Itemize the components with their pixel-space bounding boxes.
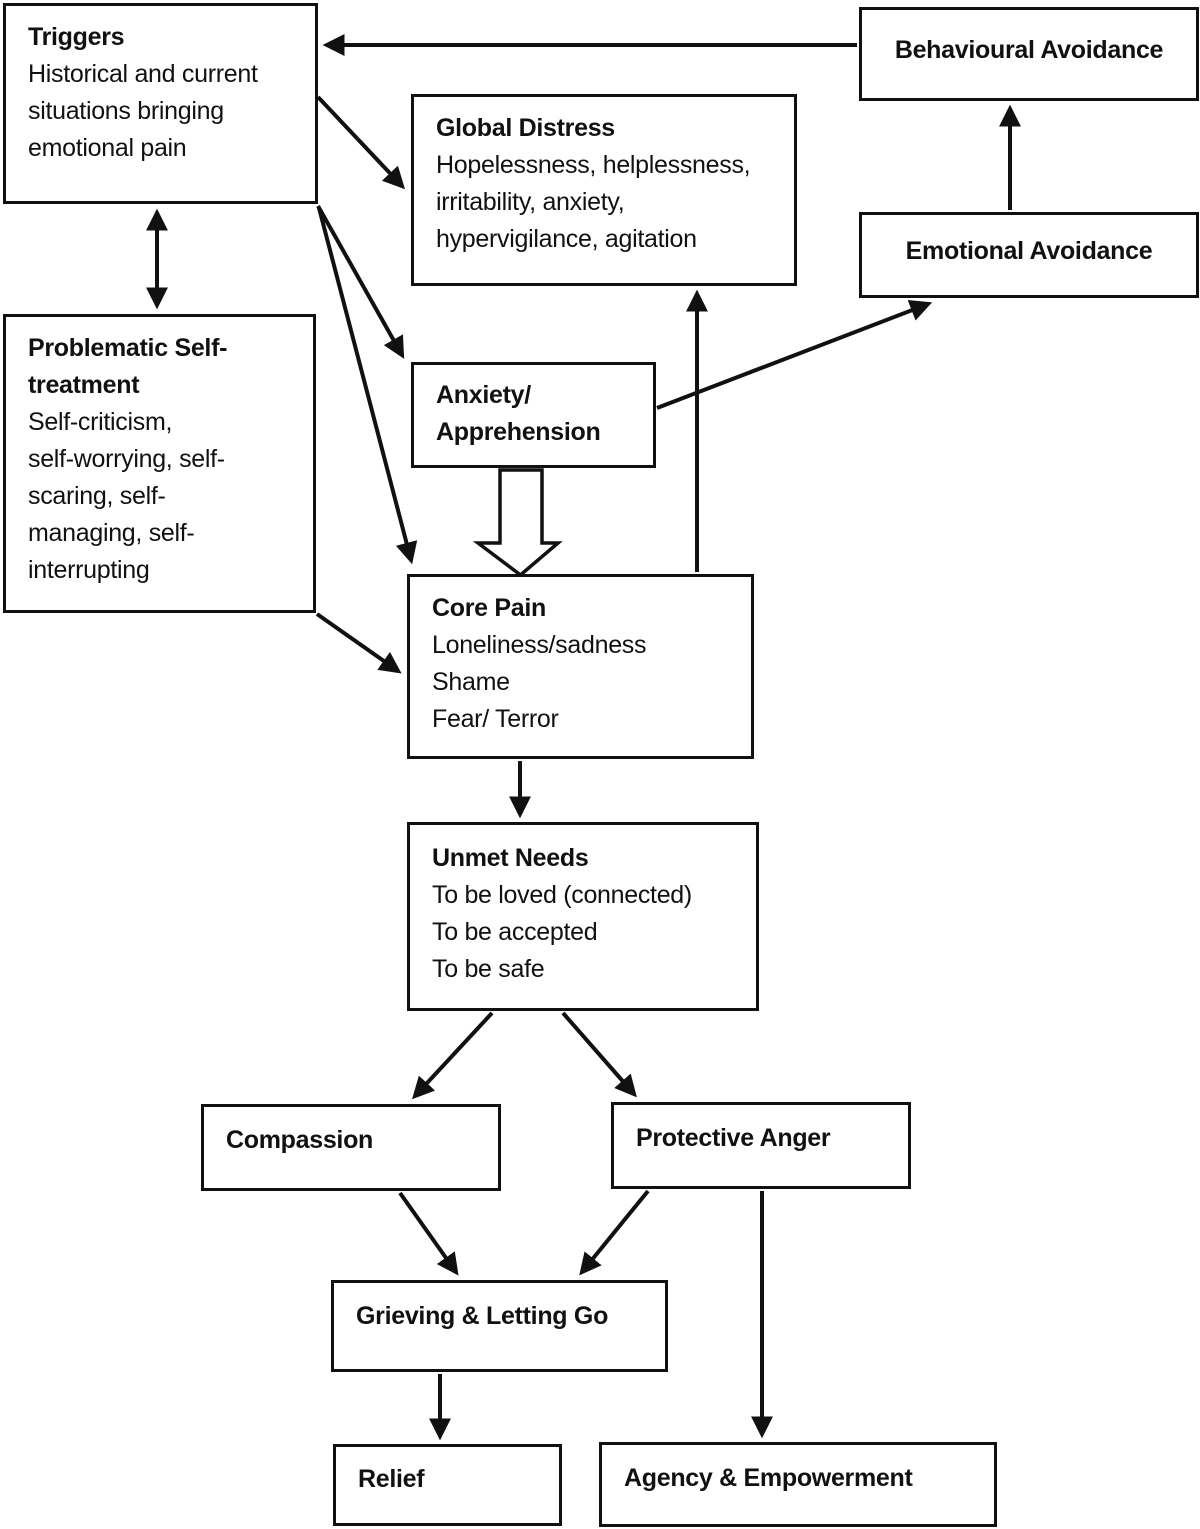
core-pain-title: Core Pain: [432, 594, 546, 622]
agency-empowerment-title: Agency & Empowerment: [624, 1464, 913, 1492]
arrow-triggers-to-core-pain: [317, 207, 418, 565]
node-global-distress: Global Distress Hopelessness, helplessne…: [411, 94, 797, 286]
arrow-triggers-to-global-distress: [316, 95, 406, 190]
arrow-unmet-needs-to-protective-anger: [561, 1011, 637, 1098]
core-pain-body: Loneliness/sadness Shame Fear/ Terror: [432, 631, 647, 733]
node-anxiety-apprehension: Anxiety/ Apprehension: [411, 362, 656, 468]
problematic-self-treatment-title: Problematic Self-treatment: [28, 334, 228, 399]
arrow-unmet-needs-to-compassion: [412, 1011, 494, 1100]
node-grieving-letting-go: Grieving & Letting Go: [331, 1280, 668, 1372]
node-problematic-self-treatment: Problematic Self-treatment Self-criticis…: [3, 314, 316, 613]
protective-anger-title: Protective Anger: [636, 1124, 831, 1152]
node-core-pain: Core Pain Loneliness/sadness Shame Fear/…: [407, 574, 754, 759]
unmet-needs-body: To be loved (connected) To be accepted T…: [432, 881, 692, 983]
global-distress-body: Hopelessness, helplessness, irritability…: [436, 151, 751, 253]
node-relief: Relief: [333, 1444, 562, 1526]
node-agency-empowerment: Agency & Empowerment: [599, 1442, 997, 1527]
unmet-needs-title: Unmet Needs: [432, 844, 589, 872]
node-protective-anger: Protective Anger: [611, 1102, 911, 1189]
node-emotional-avoidance: Emotional Avoidance: [859, 212, 1199, 298]
arrow-triggers-to-anxiety: [316, 205, 405, 359]
arrow-compassion-to-grieving: [398, 1191, 459, 1276]
hollow-arrow-anxiety-to-core-pain: [472, 468, 563, 578]
relief-title: Relief: [358, 1465, 425, 1493]
global-distress-title: Global Distress: [436, 114, 615, 142]
behavioural-avoidance-title: Behavioural Avoidance: [894, 36, 1164, 64]
grieving-letting-go-title: Grieving & Letting Go: [356, 1302, 609, 1330]
compassion-title: Compassion: [226, 1126, 374, 1154]
node-triggers: Triggers Historical and current situatio…: [3, 3, 318, 204]
node-behavioural-avoidance: Behavioural Avoidance: [859, 7, 1199, 101]
node-unmet-needs: Unmet Needs To be loved (connected) To b…: [407, 822, 759, 1011]
arrow-problematic-to-core-pain: [315, 612, 402, 674]
node-compassion: Compassion: [201, 1104, 501, 1191]
arrow-anxiety-to-emotional-avoidance: [656, 300, 933, 410]
anxiety-apprehension-title: Anxiety/ Apprehension: [436, 381, 601, 446]
emotional-avoidance-title: Emotional Avoidance: [905, 237, 1153, 265]
problematic-self-treatment-body: Self-criticism, self-worrying, self- sca…: [28, 408, 225, 584]
triggers-title: Triggers: [28, 23, 125, 51]
arrow-protective-anger-to-grieving: [579, 1189, 650, 1276]
triggers-body: Historical and current situations bringi…: [28, 60, 258, 162]
